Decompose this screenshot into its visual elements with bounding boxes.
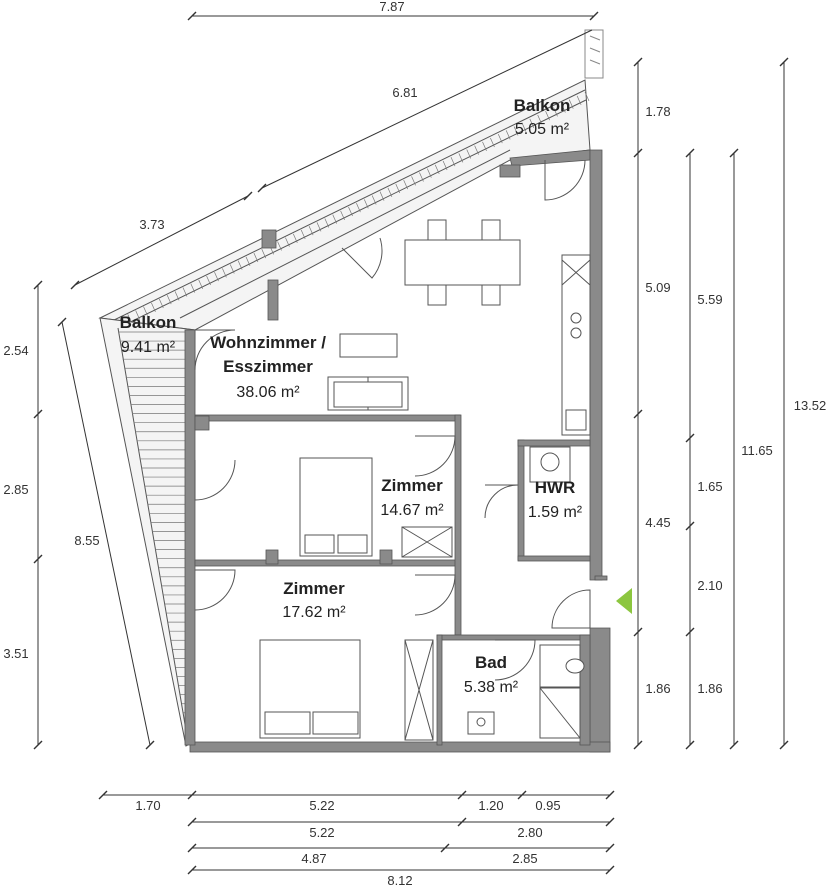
dim-right1-seg4: 1.86 [645,681,670,696]
dim-right2-seg3: 2.10 [697,578,722,593]
dim-bottom3-seg1: 4.87 [301,851,326,866]
balkon-top-area: 5.05 m² [515,121,570,138]
dim-bottom1-seg3: 1.20 [478,798,503,813]
dim-bottom2-seg2: 2.80 [517,825,542,840]
dim-right2-seg1: 5.59 [697,292,722,307]
dimension-labels: 7.87 6.81 3.73 8.55 2.54 2.85 3.51 1.78 … [3,0,826,888]
zimmer-2-area: 17.62 m² [282,604,346,621]
entrance-triangle-icon [616,588,632,614]
zimmer2-window-door [194,569,236,611]
bed-zimmer-2 [259,639,361,739]
hwr-name: HWR [535,478,576,497]
dimension-lines [33,11,789,875]
sofa [327,376,409,411]
dim-bottom1-seg2: 5.22 [309,798,334,813]
living-balcony-door [341,237,383,279]
kitchen-counter [561,254,591,436]
wohnzimmer-area: 38.06 m² [236,384,300,401]
dim-top-left-edge: 3.73 [139,217,164,232]
dim-left-seg2: 2.85 [3,482,28,497]
balcony-railing-top [98,79,591,332]
dim-top-upper-edge: 6.81 [392,85,417,100]
bad-area: 5.38 m² [464,679,519,696]
dim-left-seg1: 2.54 [3,343,28,358]
dim-left-seg3: 3.51 [3,646,28,661]
washing-machine [529,446,571,483]
dim-right3-total: 11.65 [741,443,773,458]
zimmer-1-name: Zimmer [381,476,443,495]
wardrobe-zimmer-1 [401,526,453,558]
dim-right1-seg3: 4.45 [645,515,670,530]
sideboard [339,333,398,358]
dim-right2-seg2: 1.65 [697,479,722,494]
dim-right1-seg2: 5.09 [645,280,670,295]
dim-right1-seg1: 1.78 [645,104,670,119]
bathroom-fixtures [467,644,585,739]
dim-bottom3-seg2: 2.85 [512,851,537,866]
dim-left-diagonal: 8.55 [74,533,99,548]
balcony-door [544,159,586,201]
dim-right2-seg4: 1.86 [697,681,722,696]
zimmer1-window-door [194,459,236,501]
hwr-door [484,484,519,519]
dim-bottom1-seg1: 1.70 [135,798,160,813]
hwr-area: 1.59 m² [528,504,583,521]
left-balcony-door [194,329,236,371]
zimmer2-door [414,574,456,616]
bad-name: Bad [475,653,507,672]
doors [194,159,591,681]
zimmer-2-name: Zimmer [283,579,345,598]
dim-bottom1-seg4: 0.95 [535,798,560,813]
balcony-railing-left [99,317,196,747]
balkon-top-name: Balkon [514,96,571,115]
dining-table [404,219,521,306]
wardrobe-zimmer-2 [404,639,434,741]
bed-zimmer-1 [299,457,373,557]
dim-bottom4-total: 8.12 [387,873,412,888]
bad-door [494,639,536,681]
zimmer1-door [414,435,456,477]
balkon-left-area: 9.41 m² [121,339,176,356]
balcony-top-right-corner [584,29,604,79]
dim-right4-total: 13.52 [794,398,827,413]
interior-walls [194,414,591,746]
entrance-door [551,589,591,629]
balkon-left-name: Balkon [120,313,177,332]
wohnzimmer-name-line2: Esszimmer [223,357,313,376]
wohnzimmer-name-line1: Wohnzimmer / [210,333,326,352]
zimmer-1-area: 14.67 m² [380,502,444,519]
dim-top-overall: 7.87 [379,0,404,14]
dim-bottom2-seg1: 5.22 [309,825,334,840]
